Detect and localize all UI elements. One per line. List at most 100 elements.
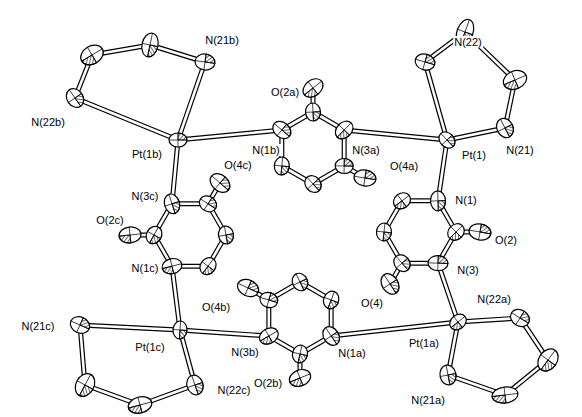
ellipsoid-outline: [500, 67, 529, 93]
atom-label: Pt(1c): [134, 341, 165, 353]
ellipsoid-octant: [383, 232, 391, 242]
atom-ellipsoid: [206, 170, 233, 197]
bond: [80, 325, 180, 330]
bond-outline: [172, 266, 180, 330]
atom-label: N(1): [454, 194, 477, 206]
principal-axes: [63, 85, 88, 111]
bond-core: [178, 62, 205, 140]
ellipsoid-outline: [507, 306, 532, 330]
ellipsoid-octant: [438, 256, 448, 264]
ellipsoid-octant: [150, 235, 161, 247]
principal-axes: [77, 41, 107, 69]
ellipsoid-octant: [148, 45, 158, 58]
bond: [447, 128, 505, 140]
principal-axes: [196, 193, 219, 215]
ellipsoid-octant: [119, 235, 131, 244]
principal-axes: [143, 223, 165, 246]
atom-ellipsoid: [534, 345, 563, 375]
ellipsoid-octant: [395, 201, 407, 212]
principal-axes: [428, 255, 449, 271]
ellipsoid-outline: [162, 192, 182, 216]
ellipsoid-outline: [438, 364, 458, 387]
principal-axes: [507, 306, 532, 330]
principal-axes: [438, 364, 458, 387]
atom-ellipsoid: [390, 251, 413, 274]
atom-label: Pt(1b): [131, 148, 163, 160]
atom-ellipsoid: [430, 191, 446, 212]
bond: [178, 130, 282, 140]
ellipsoid-outline: [447, 311, 470, 333]
atom-ellipsoid: [491, 385, 519, 404]
ellipsoid-outline: [68, 314, 93, 337]
ellipsoid-outline: [491, 385, 519, 404]
ellipsoid-octant: [451, 322, 462, 333]
bond: [180, 330, 269, 336]
ellipsoid-outline: [172, 321, 187, 340]
bond-outline: [80, 325, 180, 330]
atom-ellipsoid: [438, 364, 458, 387]
principal-axes: [68, 314, 93, 337]
atom-label: O(2): [494, 234, 518, 246]
ellipsoid-outline: [390, 189, 413, 212]
ellipsoid-outline: [235, 276, 262, 300]
principal-axes: [118, 226, 142, 244]
atom-ellipsoid: [390, 189, 413, 212]
atom-ellipsoid: [500, 67, 529, 93]
ellipsoid-outline: [160, 256, 183, 275]
atom-label: Pt(1a): [408, 337, 440, 349]
ellipsoid-outline: [143, 223, 165, 246]
bond-outline: [178, 130, 282, 140]
atom-label: N(22): [453, 36, 483, 48]
ellipsoid-outline: [436, 129, 459, 152]
principal-axes: [291, 344, 310, 365]
bond-outline: [344, 130, 447, 140]
principal-axes: [299, 75, 326, 101]
principal-axes: [468, 222, 492, 242]
ellipsoid-outline: [291, 344, 310, 365]
bond-core: [178, 130, 282, 140]
ellipsoid-outline: [376, 222, 393, 241]
atom-ellipsoid: [332, 118, 357, 143]
principal-axes: [206, 170, 233, 197]
atom-label: N(1b): [251, 144, 281, 156]
atom-ellipsoid: [301, 172, 324, 195]
ellipsoid-outline: [274, 156, 291, 175]
ellipsoid-outline: [77, 41, 107, 69]
atom-ellipsoid: [162, 192, 182, 216]
atom-label: N(21b): [204, 34, 240, 46]
atom-label: N(3): [456, 264, 479, 276]
ellipsoid-octant: [208, 198, 220, 209]
ellipsoid-outline: [301, 172, 324, 195]
ellipsoid-octant: [541, 360, 555, 375]
principal-axes: [258, 290, 280, 310]
principal-axes: [140, 32, 161, 59]
bond-outline: [438, 263, 458, 322]
atom-ellipsoid: [172, 321, 187, 340]
ellipsoid-octant: [447, 135, 458, 146]
ellipsoid-outline: [305, 103, 321, 122]
ellipsoid-outline: [206, 170, 233, 197]
bond: [438, 263, 458, 322]
atom-ellipsoid: [376, 222, 393, 241]
principal-axes: [390, 189, 413, 212]
atom-ellipsoid: [235, 276, 262, 300]
atom-label: N(3b): [230, 346, 260, 358]
ellipsoid-outline: [140, 32, 161, 59]
bond-core: [331, 322, 458, 336]
principal-axes: [390, 251, 413, 274]
atom-ellipsoid: [289, 271, 310, 294]
bond-outline: [75, 98, 178, 140]
ellipsoid-outline: [63, 85, 88, 111]
ellipsoid-outline: [377, 270, 402, 297]
bond-outline: [447, 128, 505, 140]
principal-axes: [413, 52, 437, 73]
bond: [425, 62, 447, 140]
principal-axes: [319, 324, 343, 349]
bond-core: [180, 330, 269, 336]
atom-label: N(21): [505, 144, 535, 156]
atom-label: N(22b): [30, 116, 66, 128]
ellipsoid-octant: [344, 159, 353, 167]
atom-ellipsoid: [71, 370, 98, 400]
atom-ellipsoid: [468, 222, 492, 242]
atom-label: Pt(1): [461, 149, 487, 161]
